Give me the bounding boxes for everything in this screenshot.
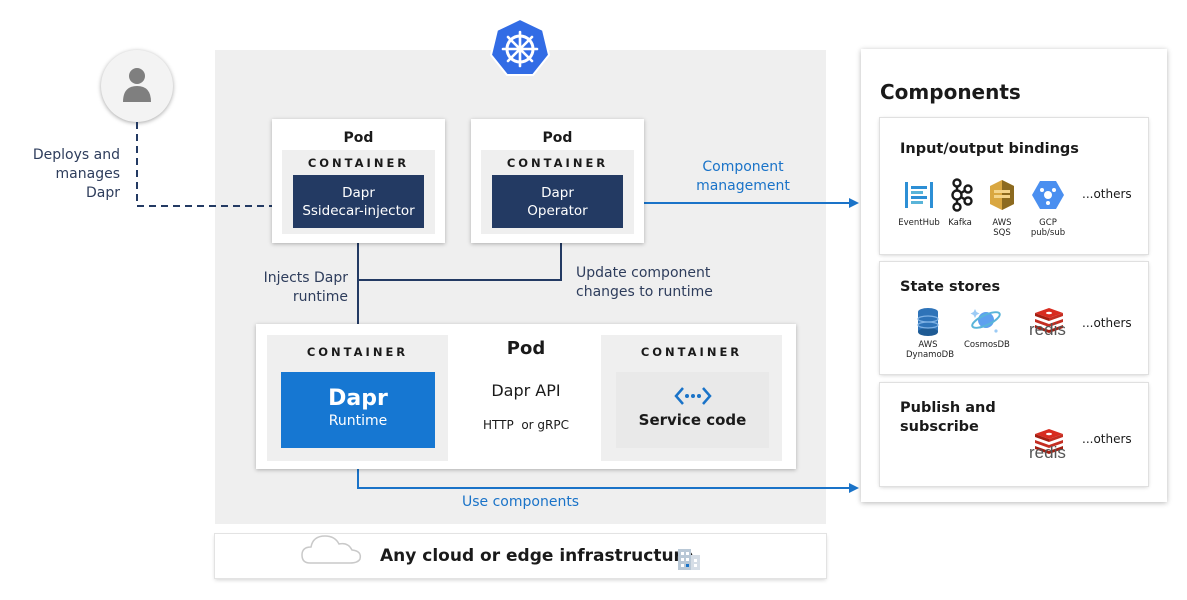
state-stores-title: State stores (900, 279, 1001, 295)
code-icon (674, 387, 712, 405)
redis-icon (1035, 308, 1063, 333)
deploy-arrow (136, 122, 292, 211)
pod-title: Pod (506, 338, 546, 359)
sidecar-injector-box: Dapr Ssidecar-injector (293, 175, 424, 228)
dapr-runtime-box: Dapr Runtime (281, 372, 435, 448)
redis-wordmark: redis (1029, 320, 1066, 339)
pubsub-title: Publish and subscribe (900, 400, 996, 435)
building-icon (678, 549, 700, 570)
deploy-label: Deploys and manages Dapr (32, 147, 120, 201)
aws-sqs-icon (990, 180, 1014, 210)
pod-title: Pod (343, 130, 374, 146)
operator-box: Dapr Operator (492, 175, 623, 228)
state-stores-others: ...others (1082, 316, 1132, 330)
pubsub-others: ...others (1082, 432, 1132, 446)
update-line (358, 230, 562, 281)
dapr-api-label: Dapr API (491, 381, 561, 400)
redis-wordmark: redis (1029, 443, 1066, 462)
runtime-title: Dapr (328, 386, 388, 411)
pod-title: Pod (542, 130, 573, 146)
component-management-label: Component management (696, 159, 790, 194)
use-components-label: Use components (462, 494, 580, 510)
aws-sqs-label: AWS SQS (992, 218, 1012, 238)
service-code-label: Service code (638, 411, 747, 429)
gcp-pubsub-label: GCP pub/sub (1030, 218, 1066, 238)
service-code-box (616, 372, 769, 448)
gcp-pubsub-icon (1032, 181, 1064, 209)
container-label: CONTAINER (307, 156, 410, 170)
components-title: Components (880, 80, 1021, 104)
runtime-subtitle: Runtime (328, 413, 388, 429)
container-label: CONTAINER (506, 156, 609, 170)
dapr-api-protocols: HTTP or gRPC (483, 418, 569, 432)
bindings-others: ...others (1082, 187, 1132, 201)
eventhub-label: EventHub (898, 218, 940, 228)
kafka-icon (951, 178, 973, 212)
cosmosdb-icon (970, 309, 1001, 333)
pubsub-card (880, 383, 1148, 486)
aws-dynamodb-icon (917, 308, 939, 336)
cloud-icon (301, 535, 362, 564)
infrastructure-label: Any cloud or edge infrastructure (380, 546, 694, 566)
injects-label: Injects Dapr runtime (263, 270, 348, 305)
container-label: CONTAINER (306, 345, 409, 359)
eventhub-icon (905, 182, 933, 208)
kafka-label: Kafka (948, 218, 972, 228)
aws-dynamodb-label: AWS DynamoDB (906, 340, 955, 360)
person-icon (123, 68, 151, 102)
update-label: Update component changes to runtime (576, 265, 713, 300)
bindings-title: Input/output bindings (900, 141, 1079, 157)
container-label: CONTAINER (640, 345, 743, 359)
kubernetes-icon (489, 17, 551, 76)
redis-icon (1035, 429, 1063, 454)
cosmosdb-label: CosmosDB (964, 340, 1010, 350)
